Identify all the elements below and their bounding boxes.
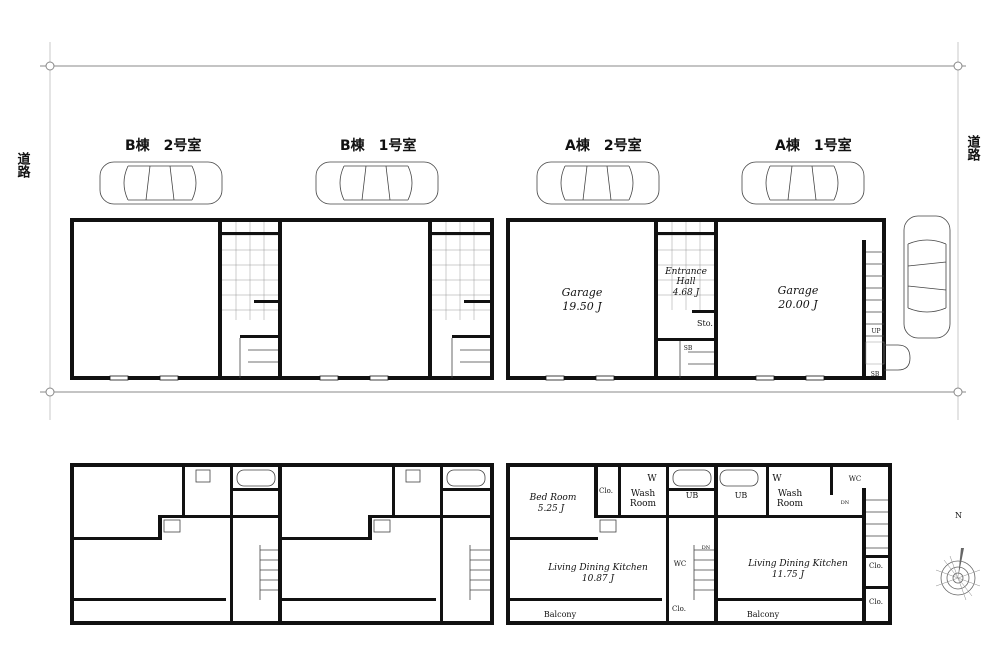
garage-a2-label: Garage <box>562 286 603 299</box>
ldk-a2-label: Living Dining Kitchen <box>547 563 648 573</box>
property-boundary <box>40 42 966 420</box>
upper-floor-a1 <box>714 463 892 625</box>
car-icon <box>903 215 951 339</box>
entrance-label: Entrance <box>664 267 707 277</box>
closet-label-1: Clo. <box>599 487 613 495</box>
upper-floor-a2 <box>506 463 718 625</box>
car-icon <box>536 161 660 205</box>
ground-floor-b1 <box>278 218 494 381</box>
road-label-left: 道路 <box>15 151 31 178</box>
shoebox-label-left: SB <box>684 345 693 352</box>
wash-room-label-2b: Room <box>777 499 804 509</box>
wc-label-top: WC <box>849 475 862 483</box>
bath-label-2: UB <box>735 491 748 500</box>
unit-title-b2: B棟 2号室 <box>125 137 201 154</box>
balcony-label-2: Balcony <box>747 610 780 619</box>
wash-room-label-2: Wash <box>778 489 802 499</box>
closet-label-3: Clo. <box>869 598 883 606</box>
ground-floor-a2 <box>506 218 718 381</box>
car-icon <box>99 161 223 205</box>
down-label-top: DN <box>841 500 850 506</box>
down-label-mid: DN <box>702 545 711 551</box>
closet-label-mid: Clo. <box>672 605 686 613</box>
balcony-label-1: Balcony <box>544 610 577 619</box>
up-label: UP <box>871 328 880 335</box>
ldk-a1-size: 11.75 J <box>772 570 806 580</box>
upper-floor-b2 <box>70 463 282 625</box>
unit-title-a2: A棟 2号室 <box>565 137 642 154</box>
wc-label-mid: WC <box>674 560 687 568</box>
ldk-a1-label: Living Dining Kitchen <box>747 559 848 569</box>
garage-a1-label: Garage <box>778 284 819 297</box>
upper-floor-b1 <box>278 463 494 625</box>
wash-room-label-1b: Room <box>630 499 657 509</box>
car-icon <box>741 161 865 205</box>
washer-label-1: W <box>647 474 657 484</box>
entrance-label-2: Hall <box>676 277 696 287</box>
unit-title-b1: B棟 1号室 <box>340 137 416 154</box>
bedroom-label: Bed Room <box>529 493 577 503</box>
road-label-right: 道路 <box>965 134 981 161</box>
storage-label: Sto. <box>697 319 713 328</box>
washer-label-2: W <box>772 474 782 484</box>
entrance-size: 4.68 J <box>672 288 701 298</box>
car-icon <box>315 161 439 205</box>
wash-room-label-1: Wash <box>631 489 655 499</box>
shoebox-label-right: SB <box>871 371 880 378</box>
compass-north-label: N <box>955 511 962 520</box>
ldk-a2-size: 10.87 J <box>582 574 616 584</box>
garage-a2-size: 19.50 J <box>562 300 602 313</box>
bath-label-1: UB <box>686 491 699 500</box>
garage-a1-size: 20.00 J <box>777 298 818 311</box>
unit-title-a1: A棟 1号室 <box>775 137 852 154</box>
compass-icon <box>935 548 981 601</box>
ground-floor-b2 <box>70 218 282 381</box>
closet-label-2: Clo. <box>869 562 883 570</box>
ground-floor-a1 <box>714 218 911 381</box>
bedroom-size: 5.25 J <box>538 504 566 514</box>
